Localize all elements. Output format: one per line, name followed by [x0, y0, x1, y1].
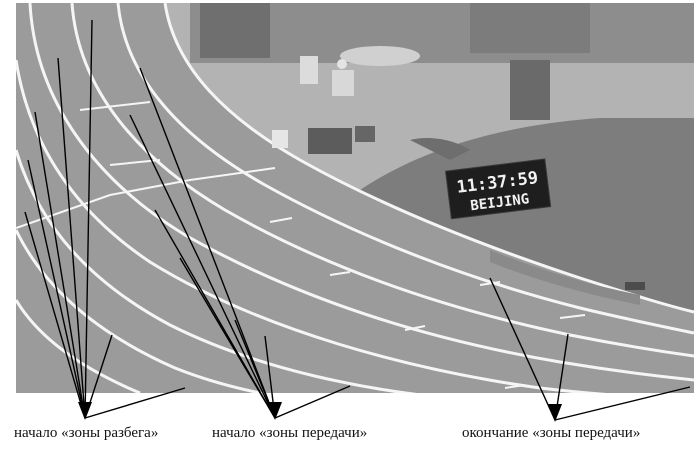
pointer-handoff-4 [179, 257, 276, 419]
pointer-runup-2 [57, 57, 86, 419]
pointer-handoff-7 [274, 385, 351, 419]
pointer-handoff-1 [139, 67, 276, 419]
pointer-handoff-end-1 [489, 277, 556, 421]
stadium-photo: 11:37:59 BEIJING [16, 3, 694, 393]
tarp [410, 138, 470, 160]
zone-tick-6 [479, 281, 501, 286]
equipment-crate-1 [308, 128, 352, 154]
grass-infield [360, 118, 694, 330]
pointer-runup-7 [84, 387, 186, 419]
lane-line-6 [16, 149, 418, 393]
pointer-runup-5 [24, 211, 86, 419]
zone-tick-1 [79, 101, 151, 111]
caption-handoff-zone-end: окончание «зоны передачи» [462, 425, 641, 441]
pointer-runup-1 [84, 19, 93, 419]
lane-line-3 [70, 3, 694, 358]
curb-stones [490, 250, 640, 305]
pointer-runup-4 [27, 159, 86, 419]
arrowhead-handoff [268, 402, 282, 420]
zone-tick-4 [329, 271, 351, 276]
background-stand [200, 3, 270, 58]
scoreboard-panel [445, 158, 552, 220]
background-structure [470, 3, 590, 53]
pointer-handoff-end-3 [554, 386, 691, 421]
zone-markers [16, 101, 586, 389]
camera-rig [510, 60, 550, 120]
caption-runup-zone-start: начало «зоны разбега» [14, 425, 159, 441]
zone-tick-3 [269, 217, 293, 223]
lane-line-7 [16, 229, 268, 393]
zone-tick-5 [404, 325, 426, 331]
pointer-runup-3 [34, 111, 86, 419]
equipment-box [300, 56, 318, 84]
scoreboard-city: BEIJING [470, 191, 531, 214]
arrowhead-handoff-end [548, 404, 562, 422]
equipment-small [272, 130, 288, 148]
zone-tick-8 [504, 384, 526, 389]
caption-handoff-zone-start: начало «зоны передачи» [212, 425, 368, 441]
pointer-handoff-2 [129, 114, 276, 419]
marker-cone [625, 282, 645, 290]
runup-zone-line [16, 167, 276, 229]
pointer-arrowheads [78, 402, 562, 422]
equipment-crate-2 [355, 126, 375, 142]
background-wall [190, 3, 694, 63]
running-track [16, 3, 694, 393]
official-figure [332, 70, 354, 96]
scoreboard: 11:37:59 BEIJING [445, 158, 552, 220]
throwing-circle [340, 46, 420, 66]
lane-line-5 [16, 59, 606, 393]
arrowhead-runup [78, 402, 92, 420]
lane-line-2 [116, 3, 694, 335]
lane-line-4 [28, 3, 694, 382]
zone-tick-7 [559, 314, 586, 319]
official-head [337, 59, 347, 69]
pointer-handoff-5 [234, 319, 276, 419]
lane-lines [16, 3, 694, 393]
